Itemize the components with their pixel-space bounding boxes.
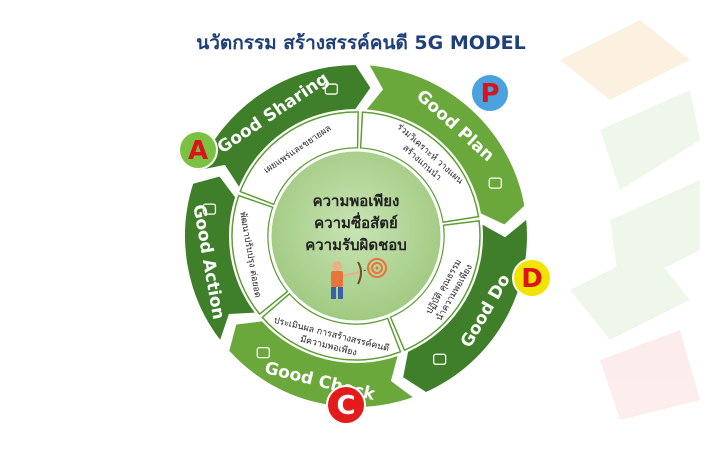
watermark-shape (600, 330, 700, 420)
archer-figure (331, 258, 387, 299)
ring-segment-good-plan (362, 63, 527, 227)
bow-icon (357, 261, 362, 285)
archer-body (331, 271, 343, 287)
badge-c (326, 385, 366, 425)
inner-segment (261, 292, 402, 361)
badge-letter: D (521, 264, 543, 294)
archer-leg (338, 287, 343, 299)
watermark-shape (570, 250, 690, 340)
watermark-shape (610, 180, 700, 290)
money-icon (202, 203, 217, 215)
watermark-shape (600, 90, 700, 190)
center-circle (268, 148, 444, 324)
inner-segment (359, 111, 480, 224)
person-icon (256, 346, 270, 359)
pdca-badges: P D C A (178, 73, 552, 425)
inner-segment (231, 194, 289, 316)
inner-segment (389, 220, 481, 352)
archer-head (332, 261, 342, 271)
inner-segment (239, 111, 359, 206)
badge-p (470, 73, 510, 113)
badge-a (178, 130, 218, 170)
badge-letter: C (336, 391, 355, 421)
chart-icon (433, 353, 447, 365)
badge-letter: A (188, 136, 208, 166)
center-line-3: ความรับผิดชอบ (305, 236, 407, 254)
archer-arm (342, 271, 361, 277)
center-line-2: ความซื่อสัตย์ (314, 212, 398, 232)
target-center (375, 266, 379, 270)
ring-segment-good-action (183, 174, 259, 344)
handshake-icon (488, 177, 502, 189)
watermark-shape (560, 20, 690, 100)
badge-d (512, 258, 552, 298)
badge-letter: P (480, 79, 499, 109)
inner-ring (231, 111, 481, 361)
target-icon (367, 258, 387, 278)
money-icon (324, 83, 339, 95)
center-line-1: ความพอเพียง (313, 192, 400, 210)
diagram-title: นวัตกรรม สร้างสรรค์คนดี 5G MODEL (196, 32, 526, 54)
ring-segment-good-sharing (194, 62, 373, 191)
target-ring (371, 262, 383, 274)
archer-leg (331, 287, 336, 299)
